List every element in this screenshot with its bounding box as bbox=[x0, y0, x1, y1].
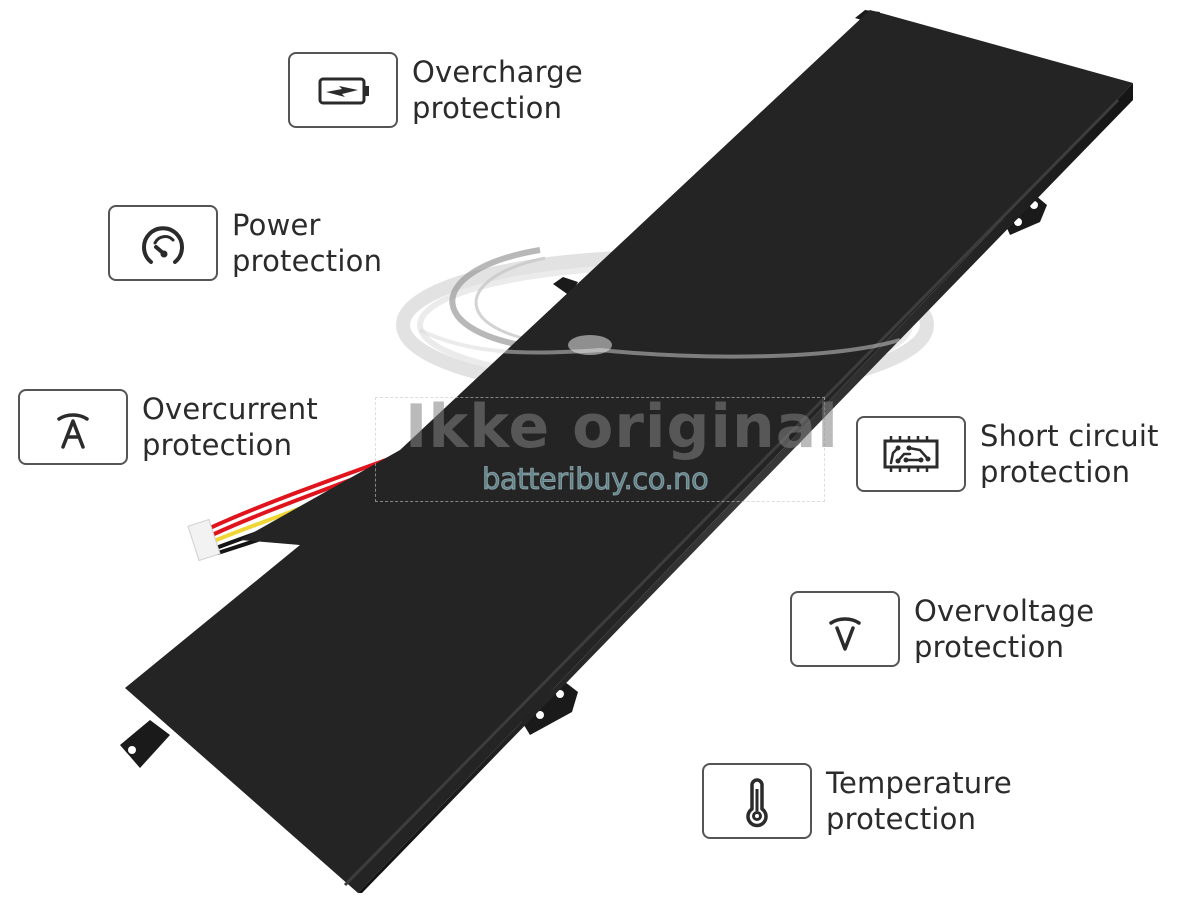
ampere-icon bbox=[57, 413, 89, 449]
thermometer-icon bbox=[746, 778, 768, 828]
feature-power-protection: Power protection bbox=[108, 205, 382, 281]
icon-box bbox=[108, 205, 218, 281]
feature-label: Overvoltage protection bbox=[914, 594, 1095, 664]
gauge-icon bbox=[142, 226, 184, 264]
feature-short-circuit-protection: Short circuit protection bbox=[856, 416, 1159, 492]
battery-charging-icon bbox=[318, 77, 369, 105]
battery-body bbox=[125, 10, 1133, 893]
feature-label: Temperature protection bbox=[826, 766, 1012, 836]
feature-label: Short circuit protection bbox=[980, 419, 1159, 489]
icon-box bbox=[288, 52, 398, 128]
feature-label: Overcurrent protection bbox=[142, 392, 318, 462]
watermark-url: batteribuy.co.no bbox=[481, 462, 709, 497]
icon-box bbox=[18, 389, 128, 465]
feature-overcurrent-protection: Overcurrent protection bbox=[18, 389, 318, 465]
icon-box bbox=[856, 416, 966, 492]
feature-label: Overcharge protection bbox=[412, 55, 583, 125]
watermark-frame bbox=[375, 397, 825, 502]
feature-overvoltage-protection: Overvoltage protection bbox=[790, 591, 1094, 667]
feature-temperature-protection: Temperature protection bbox=[702, 763, 1012, 839]
icon-box bbox=[702, 763, 812, 839]
circuit-chip-icon bbox=[883, 436, 939, 472]
feature-label: Power protection bbox=[232, 208, 383, 278]
icon-box bbox=[790, 591, 900, 667]
watermark-text: Ikke original bbox=[405, 392, 839, 462]
battery-connector-plug bbox=[187, 518, 221, 562]
feature-overcharge-protection: Overcharge protection bbox=[288, 52, 583, 128]
voltage-icon bbox=[829, 617, 861, 651]
